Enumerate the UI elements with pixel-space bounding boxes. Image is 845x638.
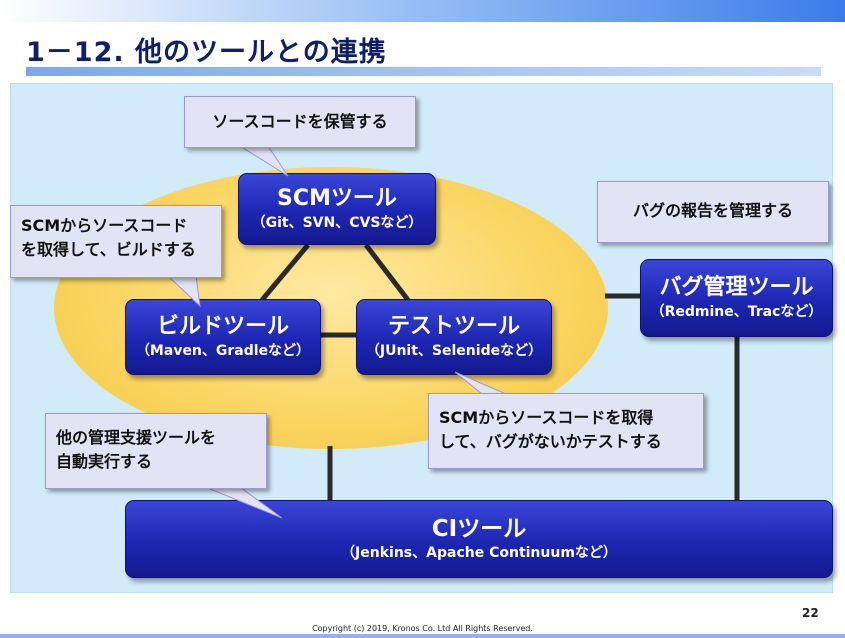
bug-tool-name: バグ管理ツール xyxy=(659,275,814,300)
line-scm-build xyxy=(260,243,310,302)
scm-tool-examples: （Git、SVN、CVSなど） xyxy=(251,215,423,231)
tail-ci-callout xyxy=(204,486,283,519)
build-tool-box: ビルドツール （Maven、Gradleなど） xyxy=(125,299,321,375)
ci-tool-name: CIツール xyxy=(431,516,527,542)
scm-callout-line-1: ソースコードを保管する xyxy=(212,112,388,131)
bottom-rule xyxy=(0,634,845,638)
build-callout-line-2: を取得して、ビルドする xyxy=(21,240,196,259)
build-tool-examples: （Maven、Gradleなど） xyxy=(135,343,311,359)
test-callout-line-2: して、バグがないかテストする xyxy=(439,432,662,451)
test-tool-examples: （JUnit、Selenideなど） xyxy=(365,343,543,359)
test-tool-box: テストツール （JUnit、Selenideなど） xyxy=(356,299,552,375)
tail-build-callout xyxy=(166,275,201,308)
bug-callout: バグの報告を管理する xyxy=(597,181,829,243)
page-number: 22 xyxy=(802,606,819,620)
bug-tool-box: バグ管理ツール （Redmine、Tracなど） xyxy=(640,259,833,337)
ci-tool-examples: （Jenkins、Apache Continuumなど） xyxy=(341,545,617,561)
bug-callout-line-1: バグの報告を管理する xyxy=(632,201,793,220)
ci-callout-line-1: 他の管理支援ツールを xyxy=(56,428,217,447)
ci-callout-line-2: 自動実行する xyxy=(56,452,153,471)
test-tool-name: テストツール xyxy=(387,314,520,339)
line-scm-test xyxy=(364,243,410,302)
test-callout: SCMからソースコードを取得 して、バグがないかテストする xyxy=(428,393,704,469)
ci-callout: 他の管理支援ツールを 自動実行する xyxy=(45,413,267,489)
test-callout-line-1: SCMからソースコードを取得 xyxy=(439,408,654,427)
ci-tool-box: CIツール （Jenkins、Apache Continuumなど） xyxy=(125,500,833,578)
bug-tool-examples: （Redmine、Tracなど） xyxy=(650,304,823,320)
build-tool-name: ビルドツール xyxy=(156,314,289,339)
top-band xyxy=(0,0,845,22)
build-callout: SCMからソースコード を取得して、ビルドする xyxy=(10,205,222,278)
build-callout-line-1: SCMからソースコード xyxy=(21,216,188,235)
page-title: 1－12. 他のツールとの連携 xyxy=(26,37,387,68)
copyright-notice: Copyright (c) 2019, Kronos Co. Ltd All R… xyxy=(312,624,533,633)
scm-tool-name: SCMツール xyxy=(277,186,397,211)
scm-tool-box: SCMツール （Git、SVN、CVSなど） xyxy=(238,173,436,245)
tail-test-callout xyxy=(454,371,507,395)
title-underline xyxy=(26,67,821,76)
tail-scm-callout xyxy=(238,145,289,177)
scm-callout: ソースコードを保管する xyxy=(184,96,416,148)
